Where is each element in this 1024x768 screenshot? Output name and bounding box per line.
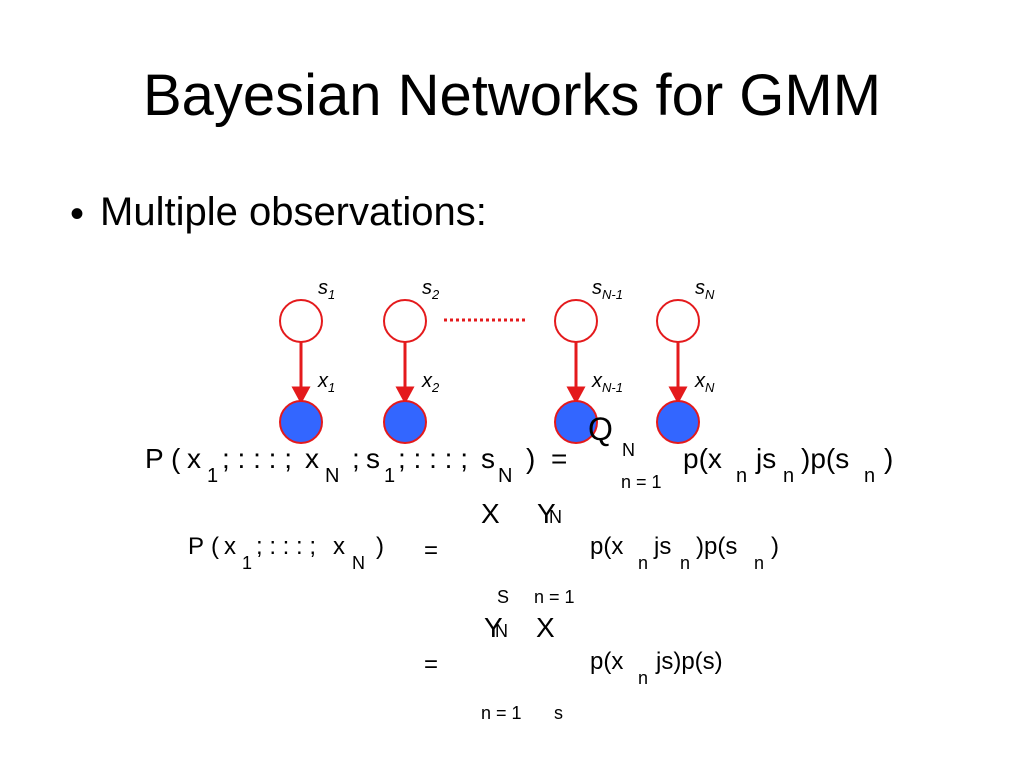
eq1-product-top: N <box>622 440 635 460</box>
eq2-dots: ; : : : ; <box>256 533 317 560</box>
hidden-node-sN <box>656 299 700 343</box>
eq2-lparen: ( <box>211 533 219 560</box>
eq1-rhs-sub2: n <box>783 465 795 487</box>
eq1-x1-sub: 1 <box>207 465 219 487</box>
eq1-rhs-c: )p(s <box>801 443 850 474</box>
eq1-dots1: ; : : : ; <box>222 443 293 474</box>
eq3-rhs-a: p(x <box>590 648 624 675</box>
eq2-rhs-sub2: n <box>680 553 691 573</box>
label-sN: sN <box>695 277 715 302</box>
eq2-rparen: ) <box>376 533 384 560</box>
arrowhead-4 <box>668 386 688 405</box>
eq1-rhs-sub3: n <box>864 465 876 487</box>
arrowhead-2 <box>395 386 415 405</box>
eq3-product-top: N <box>495 621 508 641</box>
eq1-xN: x <box>305 443 319 474</box>
label-xN: xN <box>694 370 715 395</box>
eq2-xN-sub: N <box>352 553 365 573</box>
arrowhead-1 <box>291 386 311 405</box>
eq2-rhs-d: ) <box>771 533 779 560</box>
eq1-P: P <box>145 443 164 474</box>
label-xN-1: xN-1 <box>591 370 623 395</box>
eq1-x1: x <box>187 443 201 474</box>
eq1-xN-sub: N <box>325 465 340 487</box>
eq3-product-glyph: Y <box>484 612 503 643</box>
eq1-rhs-b: js <box>756 443 777 474</box>
eq3-equals: = <box>424 651 439 678</box>
eq1-dots2: ; : : : ; <box>398 443 469 474</box>
observed-node-xN <box>656 400 700 444</box>
eq3-sum-glyph: X <box>536 612 555 643</box>
eq2-sum-glyph: X <box>481 498 500 529</box>
eq2-product-bottom: n = 1 <box>534 587 575 607</box>
hidden-node-sN-1 <box>554 299 598 343</box>
eq2-P: P <box>188 533 205 560</box>
eq2-rhs-sub1: n <box>638 553 649 573</box>
eq1-rparen: ) <box>526 443 536 474</box>
label-s2: s2 <box>422 277 440 302</box>
eq2-rhs-sub3: n <box>754 553 765 573</box>
eq1-semi: ; <box>352 443 360 474</box>
eq1-rhs-d: ) <box>884 443 894 474</box>
eq2-x1-sub: 1 <box>242 553 253 573</box>
eq1-sN-sub: N <box>498 465 513 487</box>
eq1-rhs-a: p(x <box>683 443 722 474</box>
bullet-text: Multiple observations: <box>100 190 487 234</box>
eq2-x1: x <box>224 533 236 560</box>
label-s1: s1 <box>318 277 335 302</box>
eq1-lparen: ( <box>171 443 181 474</box>
eq3-rhs-sub: n <box>638 668 649 688</box>
eq1-product-bottom: n = 1 <box>621 472 662 492</box>
slide-title: Bayesian Networks for GMM <box>142 63 882 128</box>
eq3-sum-bottom: s <box>554 703 563 723</box>
eq1-sN: s <box>481 443 495 474</box>
arrowhead-3 <box>566 386 586 405</box>
eq2-product-glyph: Y <box>537 498 556 529</box>
eq2-sum-bottom: S <box>497 587 510 607</box>
label-x2: x2 <box>421 370 440 395</box>
eq3-product-bottom: n = 1 <box>481 703 522 723</box>
eq2-rhs-c: )p(s <box>696 533 738 560</box>
label-sN-1: sN-1 <box>592 277 623 302</box>
eq2-xN: x <box>333 533 345 560</box>
eq2-rhs-b: js <box>654 533 672 560</box>
edges <box>291 342 688 405</box>
observed-node-x1 <box>279 400 323 444</box>
eq3-rhs-b: js)p(s) <box>656 648 723 675</box>
eq1-s1: s <box>366 443 380 474</box>
eq2-product-top: N <box>549 507 562 527</box>
eq1-s1-sub: 1 <box>384 465 396 487</box>
observed-node-x2 <box>383 400 427 444</box>
bullet-marker: • <box>70 192 85 236</box>
hidden-node-s2 <box>383 299 427 343</box>
label-x1: x1 <box>317 370 335 395</box>
eq1-rhs-sub1: n <box>736 465 748 487</box>
eq2-equals: = <box>424 537 439 564</box>
eq1-product-glyph: Q <box>588 411 613 447</box>
eq2-rhs-a: p(x <box>590 533 624 560</box>
hidden-node-s1 <box>279 299 323 343</box>
observed-node-xN-1 <box>554 400 598 444</box>
eq1-equals: = <box>551 443 568 474</box>
